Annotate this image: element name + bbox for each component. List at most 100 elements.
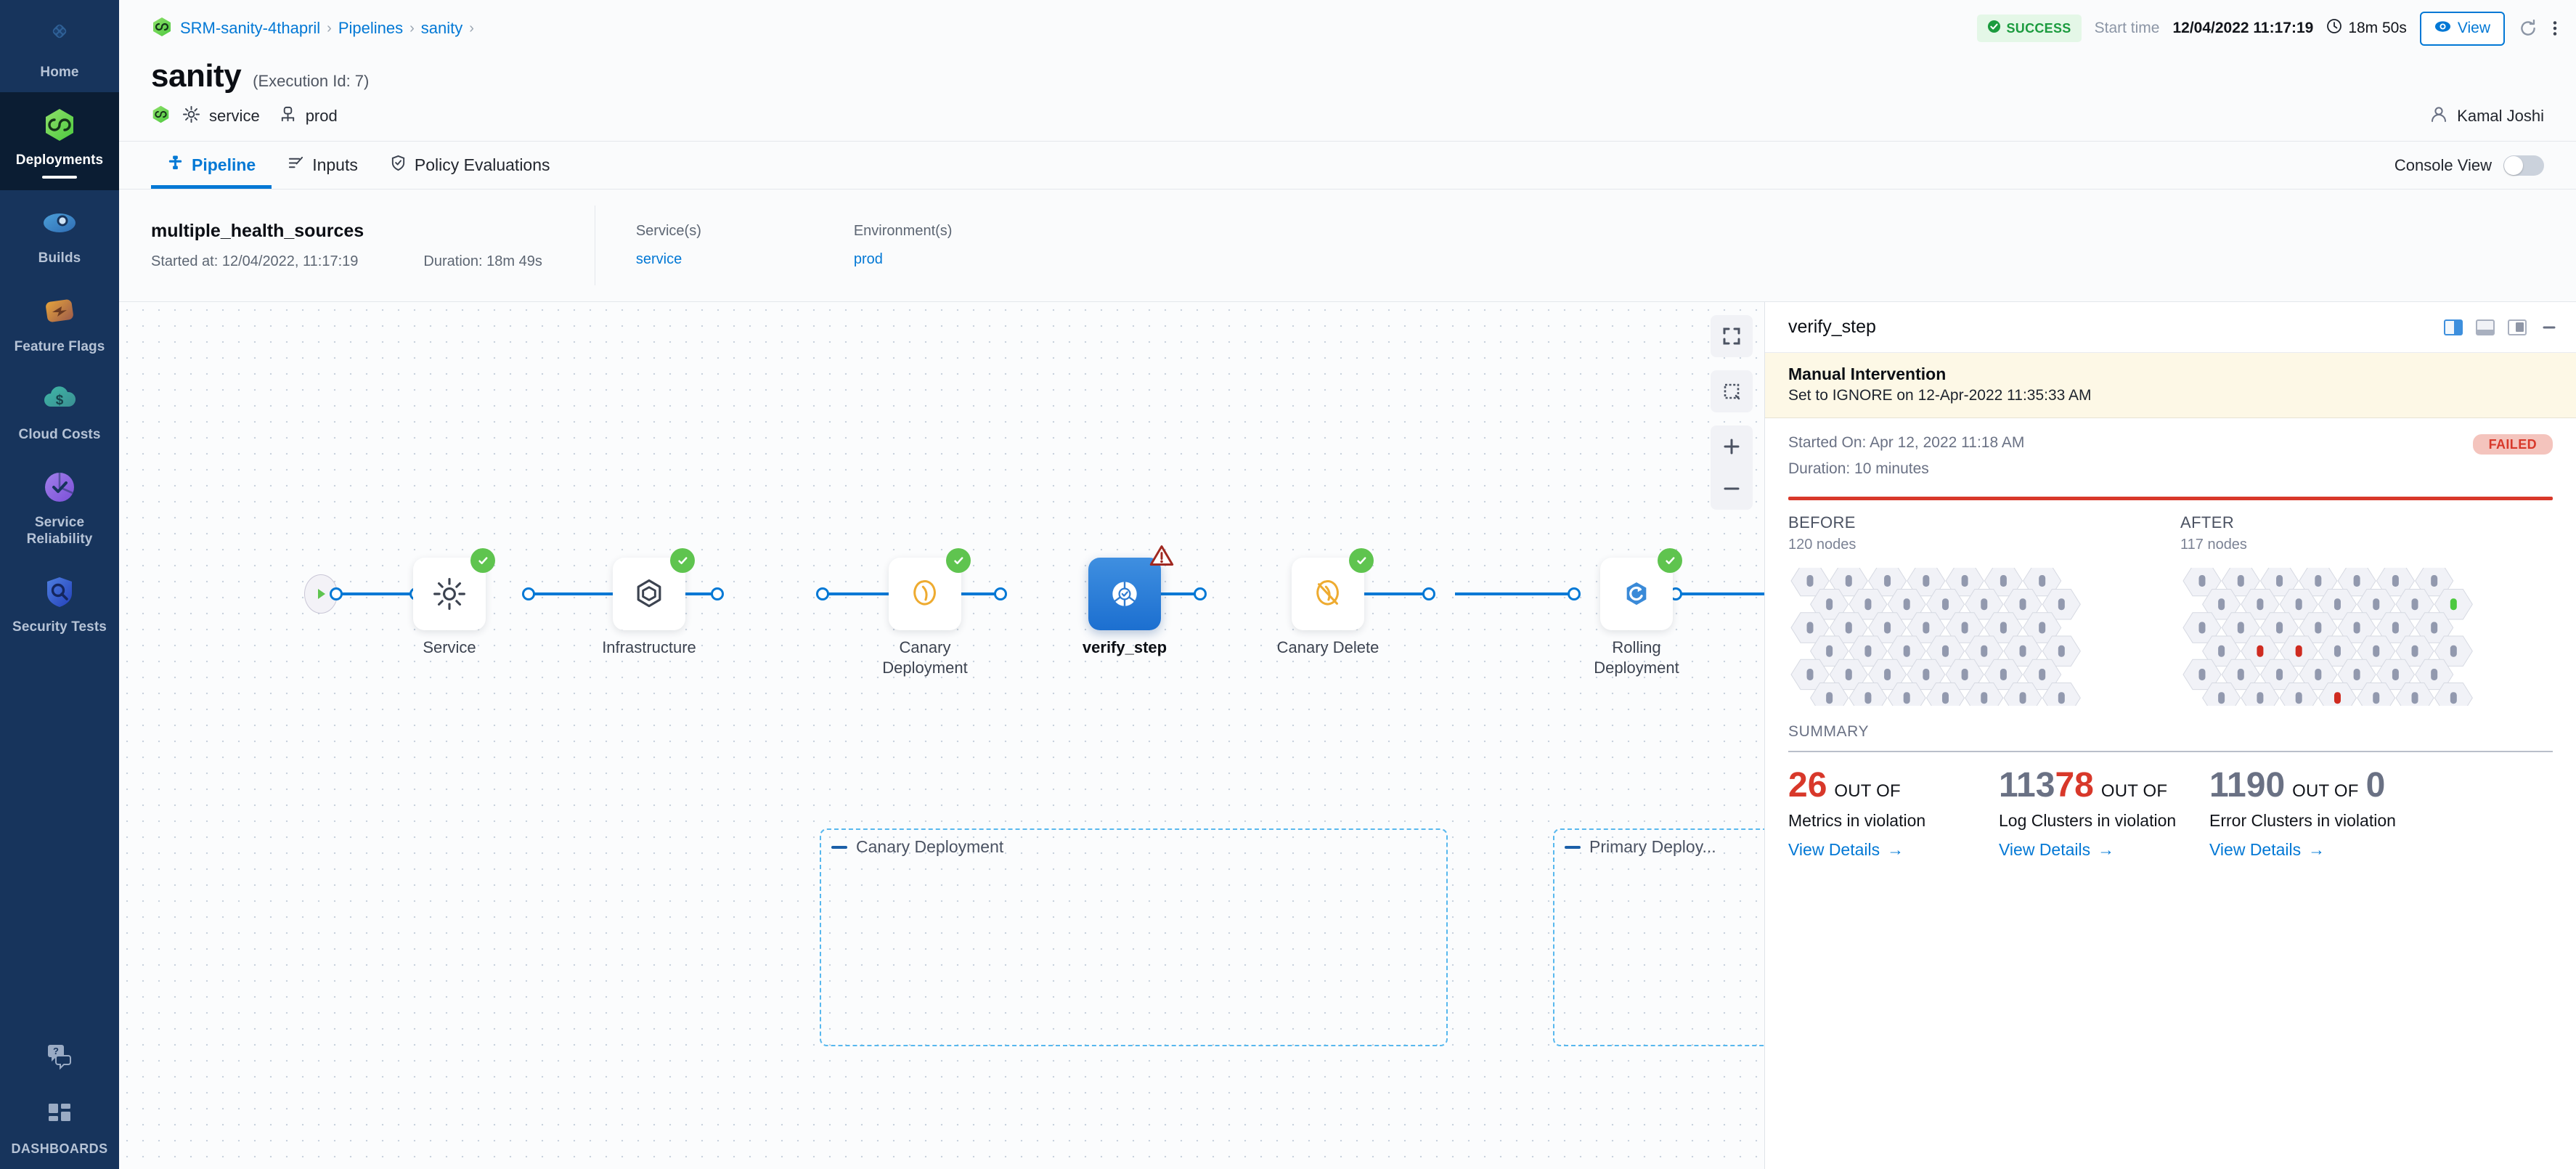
services-value[interactable]: service (636, 251, 854, 268)
after-node-count: 117 nodes (2180, 537, 2572, 553)
detail-panel-title: verify_step (1788, 317, 1876, 338)
collapse-icon[interactable] (831, 846, 847, 849)
view-details-link[interactable]: View Details → (2209, 840, 2325, 860)
stage-duration: Duration: 18m 49s (423, 253, 542, 270)
sidebar-item-cloud-costs[interactable]: $ Cloud Costs (0, 367, 119, 455)
before-title: BEFORE (1788, 513, 2180, 532)
select-area-icon[interactable] (1711, 370, 1753, 412)
group-canary-deployment: Canary Deployment (820, 828, 1448, 1046)
sidebar-item-home[interactable]: Home (0, 4, 119, 92)
panel-right-icon[interactable] (2444, 319, 2463, 335)
pipeline-node-infrastructure[interactable]: Infrastructure (613, 558, 685, 630)
group-label: Canary Deployment (831, 837, 1003, 857)
breadcrumb-separator: › (469, 20, 474, 37)
console-view-label: Console View (2394, 156, 2492, 175)
module-icon (151, 16, 173, 41)
zoom-in-icon[interactable] (1711, 425, 1753, 468)
environment-chip-label: prod (306, 107, 338, 126)
before-node-count: 120 nodes (1788, 537, 2180, 553)
environments-header: Environment(s) (854, 223, 1072, 240)
title-block: sanity (Execution Id: 7) (119, 57, 2576, 141)
node-status-success (1349, 548, 1374, 573)
console-view-toggle[interactable]: Console View (2394, 142, 2544, 189)
detail-panel-header: verify_step (1765, 302, 2576, 353)
pipeline-node-canary-delete[interactable]: Canary Delete (1292, 558, 1364, 630)
tab-label: Policy Evaluations (415, 155, 550, 175)
module-icon-small (151, 105, 171, 128)
user-info[interactable]: Kamal Joshi (2429, 105, 2544, 128)
metric-topline: 113 78 OUT OF (1999, 768, 2202, 803)
sidebar-item-security-tests[interactable]: Security Tests (0, 559, 119, 647)
feature-flags-icon (40, 292, 79, 331)
deployments-icon (40, 105, 79, 144)
connector-dot (711, 587, 724, 600)
pipeline-node-verify-step[interactable]: verify_step (1088, 558, 1161, 630)
group-label-text: Primary Deploy... (1589, 837, 1716, 857)
metric-card: 113 78 OUT OF Log Clusters in violation … (1999, 768, 2209, 860)
metric-value: 26 (1788, 768, 1827, 803)
minimize-icon[interactable] (2540, 319, 2559, 335)
service-chip[interactable]: service (182, 105, 260, 128)
sidebar-item-feature-flags[interactable]: Feature Flags (0, 279, 119, 367)
connector-dot (1568, 587, 1581, 600)
sidebar-item-service-reliability[interactable]: Service Reliability (0, 455, 119, 559)
canvas-tools (1711, 315, 1753, 510)
home-icon (40, 17, 79, 57)
breadcrumb: SRM-sanity-4thapril › Pipelines › sanity… (180, 19, 474, 38)
pipeline-node-service[interactable]: Service (413, 558, 486, 630)
after-hex-grid[interactable] (2180, 568, 2572, 706)
top-bar: SRM-sanity-4thapril › Pipelines › sanity… (119, 0, 2576, 57)
node-box[interactable] (1088, 558, 1161, 630)
metric-description: Log Clusters in violation (1999, 810, 2202, 831)
breadcrumb-separator: › (409, 20, 415, 37)
metric-card: 1190 OUT OF 0 Error Clusters in violatio… (2209, 768, 2442, 860)
run-info: Started On: Apr 12, 2022 11:18 AM Durati… (1765, 418, 2576, 484)
tab-inputs[interactable]: Inputs (272, 142, 374, 189)
metric-outof-label: OUT OF (1834, 781, 1900, 802)
breadcrumb-item-sanity[interactable]: sanity (421, 19, 462, 38)
before-column: BEFORE 120 nodes (1788, 513, 2180, 706)
status-badge-label: SUCCESS (2006, 21, 2071, 36)
sidebar-item-label: Cloud Costs (19, 426, 101, 443)
sidebar-item-deployments[interactable]: Deployments (0, 92, 119, 190)
cloud-costs-icon: $ (40, 380, 79, 419)
node-label: Canary Delete (1260, 638, 1396, 658)
view-button[interactable]: View (2420, 12, 2505, 46)
service-chip-label: service (209, 107, 260, 126)
pipeline-canvas[interactable]: Canary Deployment Primary Deploy... (119, 302, 1764, 1169)
view-details-link[interactable]: View Details → (1788, 840, 1904, 860)
refresh-icon[interactable] (2518, 18, 2538, 38)
zoom-out-icon[interactable] (1711, 468, 1753, 510)
collapse-icon[interactable] (1565, 846, 1581, 849)
environments-value[interactable]: prod (854, 251, 1072, 268)
stage-name: multiple_health_sources (151, 221, 542, 242)
view-details-label: View Details (2209, 840, 2301, 860)
tab-pipeline[interactable]: Pipeline (151, 142, 272, 189)
before-hex-grid[interactable] (1788, 568, 2180, 706)
meta-row: service prod (151, 105, 2544, 128)
more-vertical-icon[interactable] (2551, 18, 2559, 38)
help-button[interactable]: ? (0, 1028, 119, 1082)
tab-label: Inputs (312, 155, 358, 175)
panel-bottom-icon[interactable] (2476, 319, 2495, 335)
top-bar-right: SUCCESS Start time 12/04/2022 11:17:19 1… (1977, 12, 2559, 46)
panel-float-icon[interactable] (2508, 319, 2527, 335)
builds-icon (40, 203, 79, 243)
console-view-switch[interactable] (2503, 155, 2544, 176)
environment-chip[interactable]: prod (279, 105, 338, 128)
sidebar-item-builds[interactable]: Builds (0, 190, 119, 278)
svg-text:?: ? (53, 1046, 59, 1056)
arrow-right-icon: → (1887, 840, 1904, 860)
sidebar-item-dashboards[interactable]: DASHBOARDS (0, 1082, 119, 1169)
fit-to-screen-icon[interactable] (1711, 315, 1753, 357)
breadcrumb-item-project[interactable]: SRM-sanity-4thapril (180, 19, 320, 38)
metric-total: 113 (1999, 768, 2055, 803)
stage-started-at: Started at: 12/04/2022, 11:17:19 (151, 253, 358, 270)
metric-description: Metrics in violation (1788, 810, 1992, 831)
breadcrumb-item-pipelines[interactable]: Pipelines (338, 19, 403, 38)
view-details-link[interactable]: View Details → (1999, 840, 2114, 860)
connector-dot (994, 587, 1007, 600)
pipeline-node-canary-deployment[interactable]: Canary Deployment (889, 558, 961, 630)
pipeline-node-rolling-deployment[interactable]: Rolling Deployment (1600, 558, 1673, 630)
tab-policy-evaluations[interactable]: Policy Evaluations (374, 142, 566, 189)
